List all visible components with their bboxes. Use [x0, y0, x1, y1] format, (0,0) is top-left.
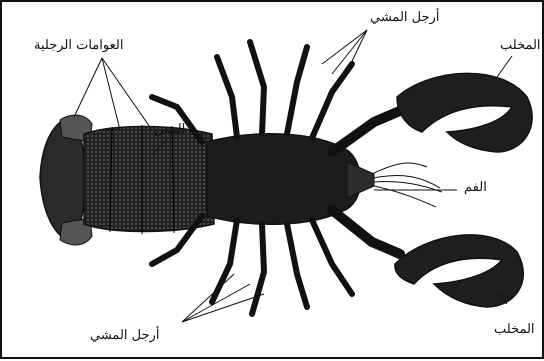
label-claw-bottom: المخلب: [494, 322, 535, 337]
label-walking-legs-top: أرجل المشي: [370, 10, 439, 25]
lower-claw: [332, 210, 523, 307]
label-claw-top: المخلب: [500, 38, 541, 53]
antennae: [372, 163, 442, 207]
walking-legs-bottom: [152, 216, 352, 314]
label-mouth: الفم: [464, 180, 487, 195]
upper-claw: [332, 73, 532, 152]
abdomen: [84, 125, 214, 234]
label-swimmerets: العوامات الرجلية: [34, 38, 123, 53]
label-walking-legs-bottom: أرجل المشي: [90, 328, 159, 343]
carapace: [207, 134, 374, 224]
label-eggs: البيض: [154, 122, 185, 137]
